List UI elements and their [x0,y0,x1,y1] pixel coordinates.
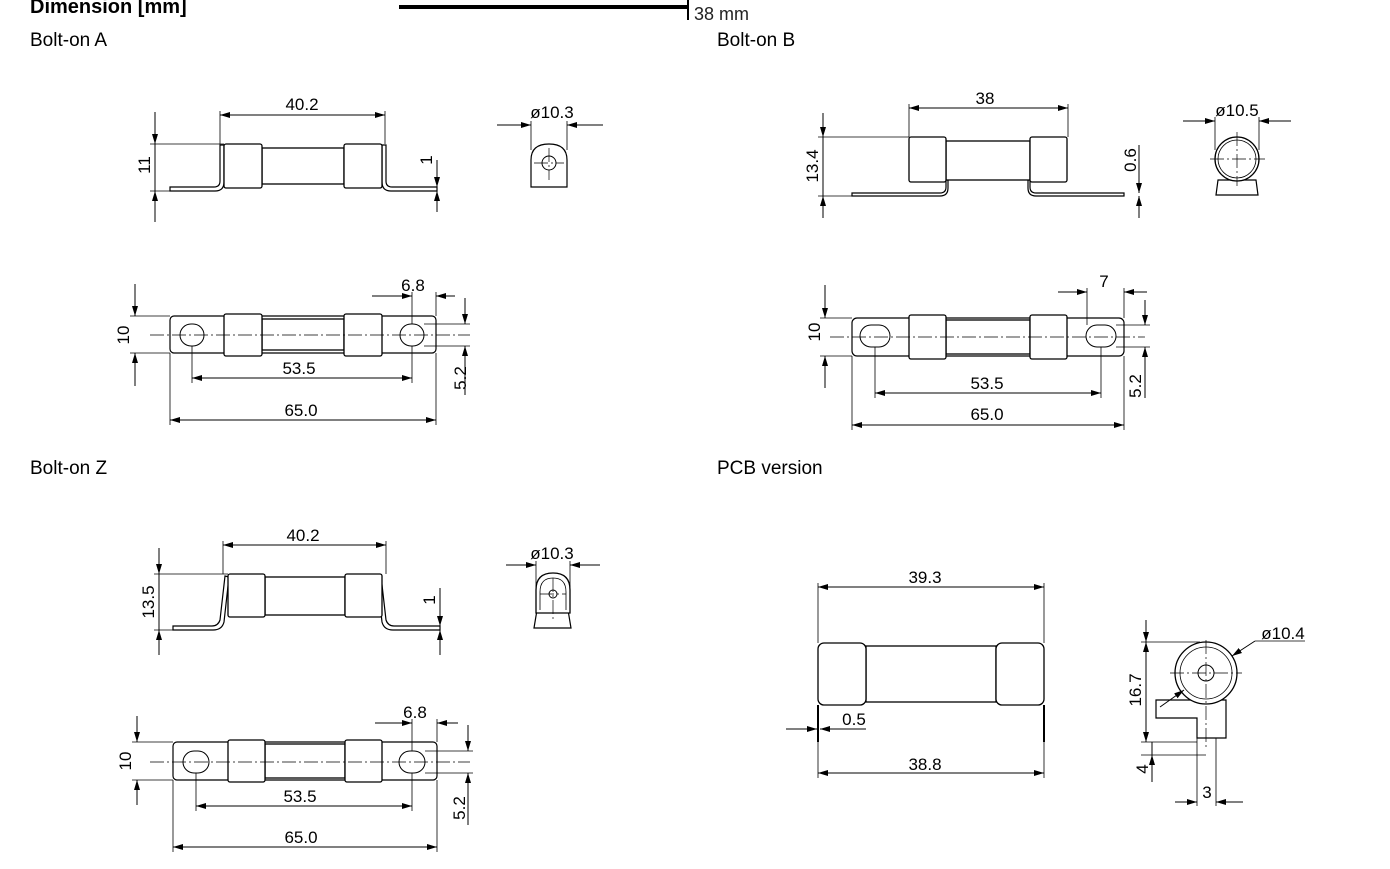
scale-bar [399,5,687,9]
dim-a-diameter: ø10.3 [530,103,573,122]
dim-z-hole-pitch: 53.5 [283,787,316,806]
bolt-on-b-side-view: 38 13.4 0.6 [803,89,1142,218]
section-title-bolt-on-a: Bolt-on A [30,30,108,51]
bolt-on-a-side-view: 40.2 11 1 [135,95,440,222]
pcb-side-view: 39.3 0.5 38.8 [786,568,1045,778]
dim-b-tab-thickness: 0.6 [1121,148,1140,172]
dim-z-slot-length: 6.8 [403,703,427,722]
bolt-on-z-top-view: 10 6.8 5.2 53.5 65.0 [116,703,473,852]
dim-z-slot-width: 5.2 [450,796,469,820]
dim-pcb-body-length: 39.3 [908,568,941,587]
dim-b-height: 13.4 [803,149,822,182]
dim-a-width: 10 [114,326,133,345]
dim-pcb-offset: 3 [1202,783,1211,802]
dim-b-width: 10 [805,323,824,342]
pcb-end-view: ø10.4 16.7 4 3 [1126,620,1305,806]
dim-z-diameter: ø10.3 [530,544,573,563]
dim-z-body-length: 40.2 [286,526,319,545]
dim-a-body-length: 40.2 [285,95,318,114]
dim-b-body-length: 38 [976,89,995,108]
scale-label: 38 mm [694,4,750,24]
dim-z-tab-thickness: 1 [420,595,439,604]
dim-a-tab-thickness: 1 [417,155,436,164]
dim-b-diameter: ø10.5 [1215,101,1258,120]
bolt-on-z-end-view: ø10.3 [506,544,600,629]
dim-a-hole-pitch: 53.5 [282,359,315,378]
dim-pcb-pin-length: 4 [1133,764,1152,773]
dim-pcb-height: 16.7 [1126,673,1145,706]
dim-z-width: 10 [116,752,135,771]
section-title-bolt-on-b: Bolt-on B [717,30,796,51]
dim-pcb-pin-pitch: 38.8 [908,755,941,774]
dim-b-slot-width: 5.2 [1126,374,1145,398]
dim-a-slot-length: 6.8 [401,276,425,295]
bolt-on-a-end-view: ø10.3 [497,103,603,188]
bolt-on-z-side-view: 40.2 13.5 1 [139,526,443,655]
dim-pcb-diameter: ø10.4 [1261,624,1304,643]
bolt-on-b-end-view: ø10.5 [1183,101,1291,196]
dim-z-total-length: 65.0 [284,828,317,847]
bolt-on-a-top-view: 10 6.8 5.2 53.5 65.0 [114,276,470,425]
dim-a-total-length: 65.0 [284,401,317,420]
dim-b-slot-length: 7 [1099,272,1108,291]
section-title-bolt-on-z: Bolt-on Z [30,458,108,479]
dim-a-height: 11 [135,156,154,174]
dim-z-height: 13.5 [139,585,158,618]
page-title: Dimension [mm] [30,0,187,18]
scale-bar-tick [687,0,689,20]
bolt-on-b-top-view: 10 7 5.2 53.5 65.0 [805,272,1150,430]
dim-pcb-pin-diameter: 0.5 [842,710,866,729]
dim-b-hole-pitch: 53.5 [970,374,1003,393]
section-title-pcb-version: PCB version [717,458,823,479]
dim-b-total-length: 65.0 [970,405,1003,424]
dim-a-slot-width: 5.2 [451,366,470,390]
